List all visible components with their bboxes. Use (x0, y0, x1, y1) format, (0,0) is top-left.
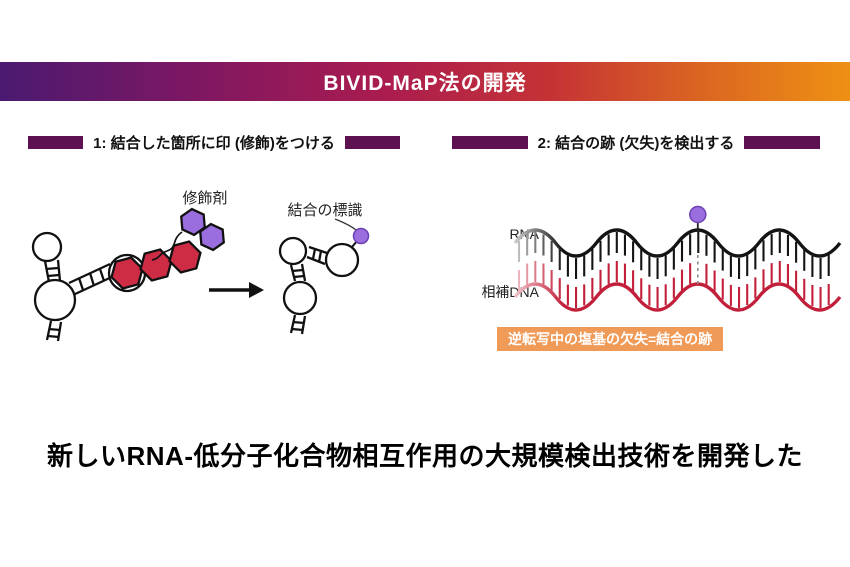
step2-header-label: 2: 結合の跡 (欠失)を検出する (537, 134, 735, 152)
banner-title: BIVID-MaP法の開発 (323, 71, 527, 95)
modifier-label: 修飾剤 (182, 190, 227, 207)
cdna-strand (513, 261, 842, 312)
step1-header: 1: 結合した箇所に印 (修飾)をつける (28, 131, 401, 153)
step1-header-label: 1: 結合した箇所に印 (修飾)をつける (93, 134, 335, 152)
modification-ball (689, 205, 707, 224)
rna-strand (513, 228, 842, 279)
main-loop (282, 280, 318, 316)
tagged-loop (324, 242, 360, 278)
binding-tag-ball (352, 227, 370, 245)
title-banner: BIVID-MaP法の開発 (0, 62, 850, 101)
strands-svg: RNA 相補DNA (481, 205, 842, 312)
rna-structure-after (278, 236, 360, 335)
ligand-hexagons (106, 238, 206, 292)
hairpin-loop (278, 236, 308, 266)
step2-header: 2: 結合の跡 (欠失)を検出する (452, 131, 821, 153)
hairpin-loop (31, 231, 63, 263)
deletion-callout: 逆転写中の塩基の欠失=結合の跡 (497, 327, 724, 351)
header-bar-left (28, 135, 84, 149)
tag-pointer (334, 218, 358, 232)
linker-squiggle (151, 231, 183, 261)
main-loop (33, 278, 77, 322)
header-bar-left (452, 135, 528, 149)
cdna-label: 相補DNA (481, 284, 539, 300)
headline: 新しいRNA-低分子化合物相互作用の大規模検出技術を開発した (47, 441, 803, 471)
step1-diagram: 修飾剤 結合の標識 (31, 190, 370, 342)
binding-tag-label: 結合の標識 (287, 202, 362, 219)
header-bar-right (744, 135, 821, 149)
header-bar-right (344, 135, 401, 149)
reaction-arrow (209, 282, 264, 298)
step2-diagram: RNA 相補DNA 逆転写中の塩基の欠失=結合の跡 (435, 195, 850, 375)
